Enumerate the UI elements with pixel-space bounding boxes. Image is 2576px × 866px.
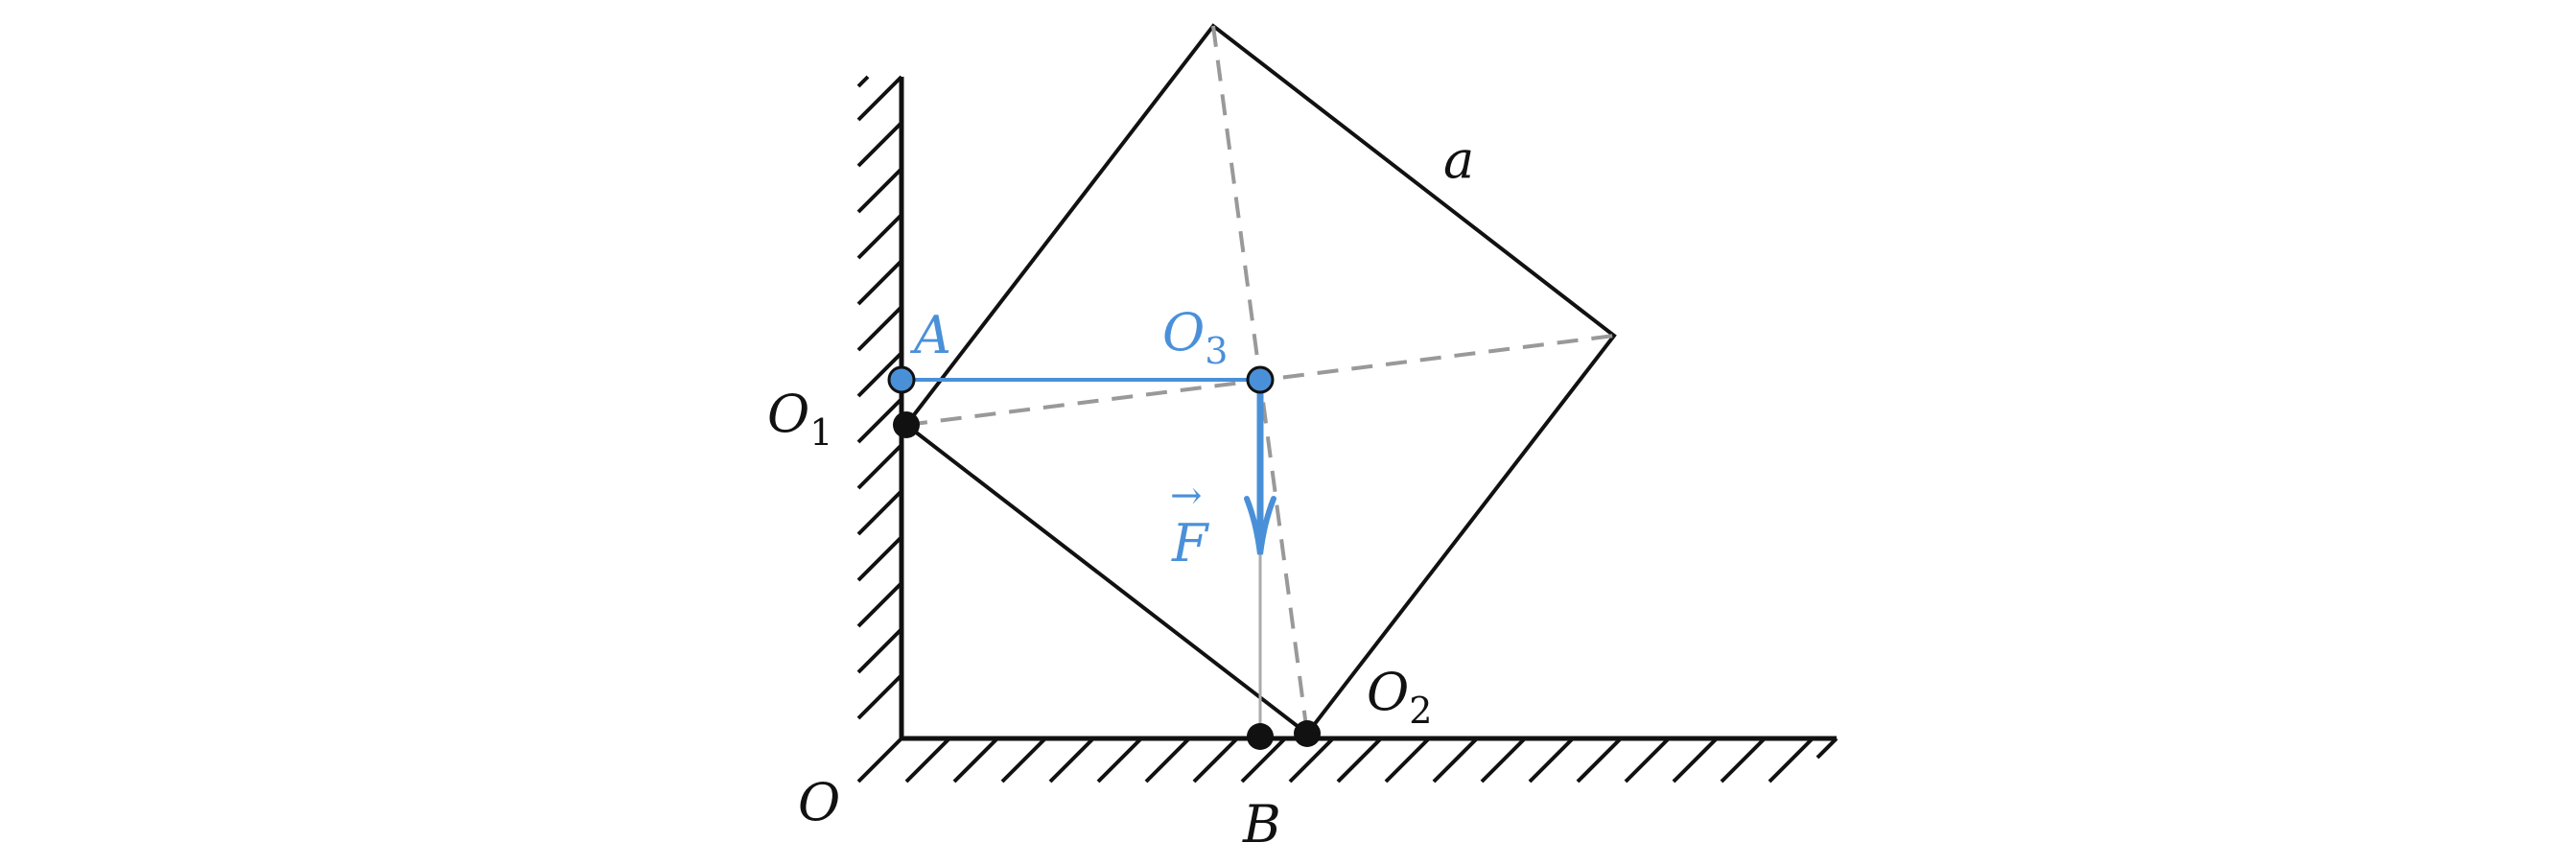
label-a: a xyxy=(1443,129,1474,190)
wall-hatching xyxy=(856,75,903,720)
label-O1-sub: 1 xyxy=(809,411,832,454)
label-B: B xyxy=(1242,794,1281,854)
label-O2: O2 xyxy=(1367,662,1432,732)
point-O3 xyxy=(1246,365,1275,394)
label-O2-sub: 2 xyxy=(1409,690,1432,732)
label-O3-sub: 3 xyxy=(1205,330,1228,372)
floor-hatching xyxy=(856,737,1838,784)
square-outline xyxy=(903,23,1617,737)
wall xyxy=(856,75,904,738)
label-O3: O3 xyxy=(1162,302,1228,372)
label-O2-main: O xyxy=(1367,662,1409,722)
label-O1: O1 xyxy=(767,384,832,454)
label-F: F xyxy=(1171,513,1210,573)
force-vector xyxy=(1244,380,1276,555)
label-F-arrow: → xyxy=(1170,474,1203,518)
label-O1-main: O xyxy=(767,384,809,444)
point-O1 xyxy=(893,411,920,438)
label-O3-main: O xyxy=(1162,302,1205,363)
label-A: A xyxy=(909,305,951,365)
point-B xyxy=(1247,723,1274,750)
point-O2 xyxy=(1294,720,1321,747)
label-O: O xyxy=(798,772,840,832)
point-A xyxy=(887,365,916,394)
floor xyxy=(856,736,1838,784)
